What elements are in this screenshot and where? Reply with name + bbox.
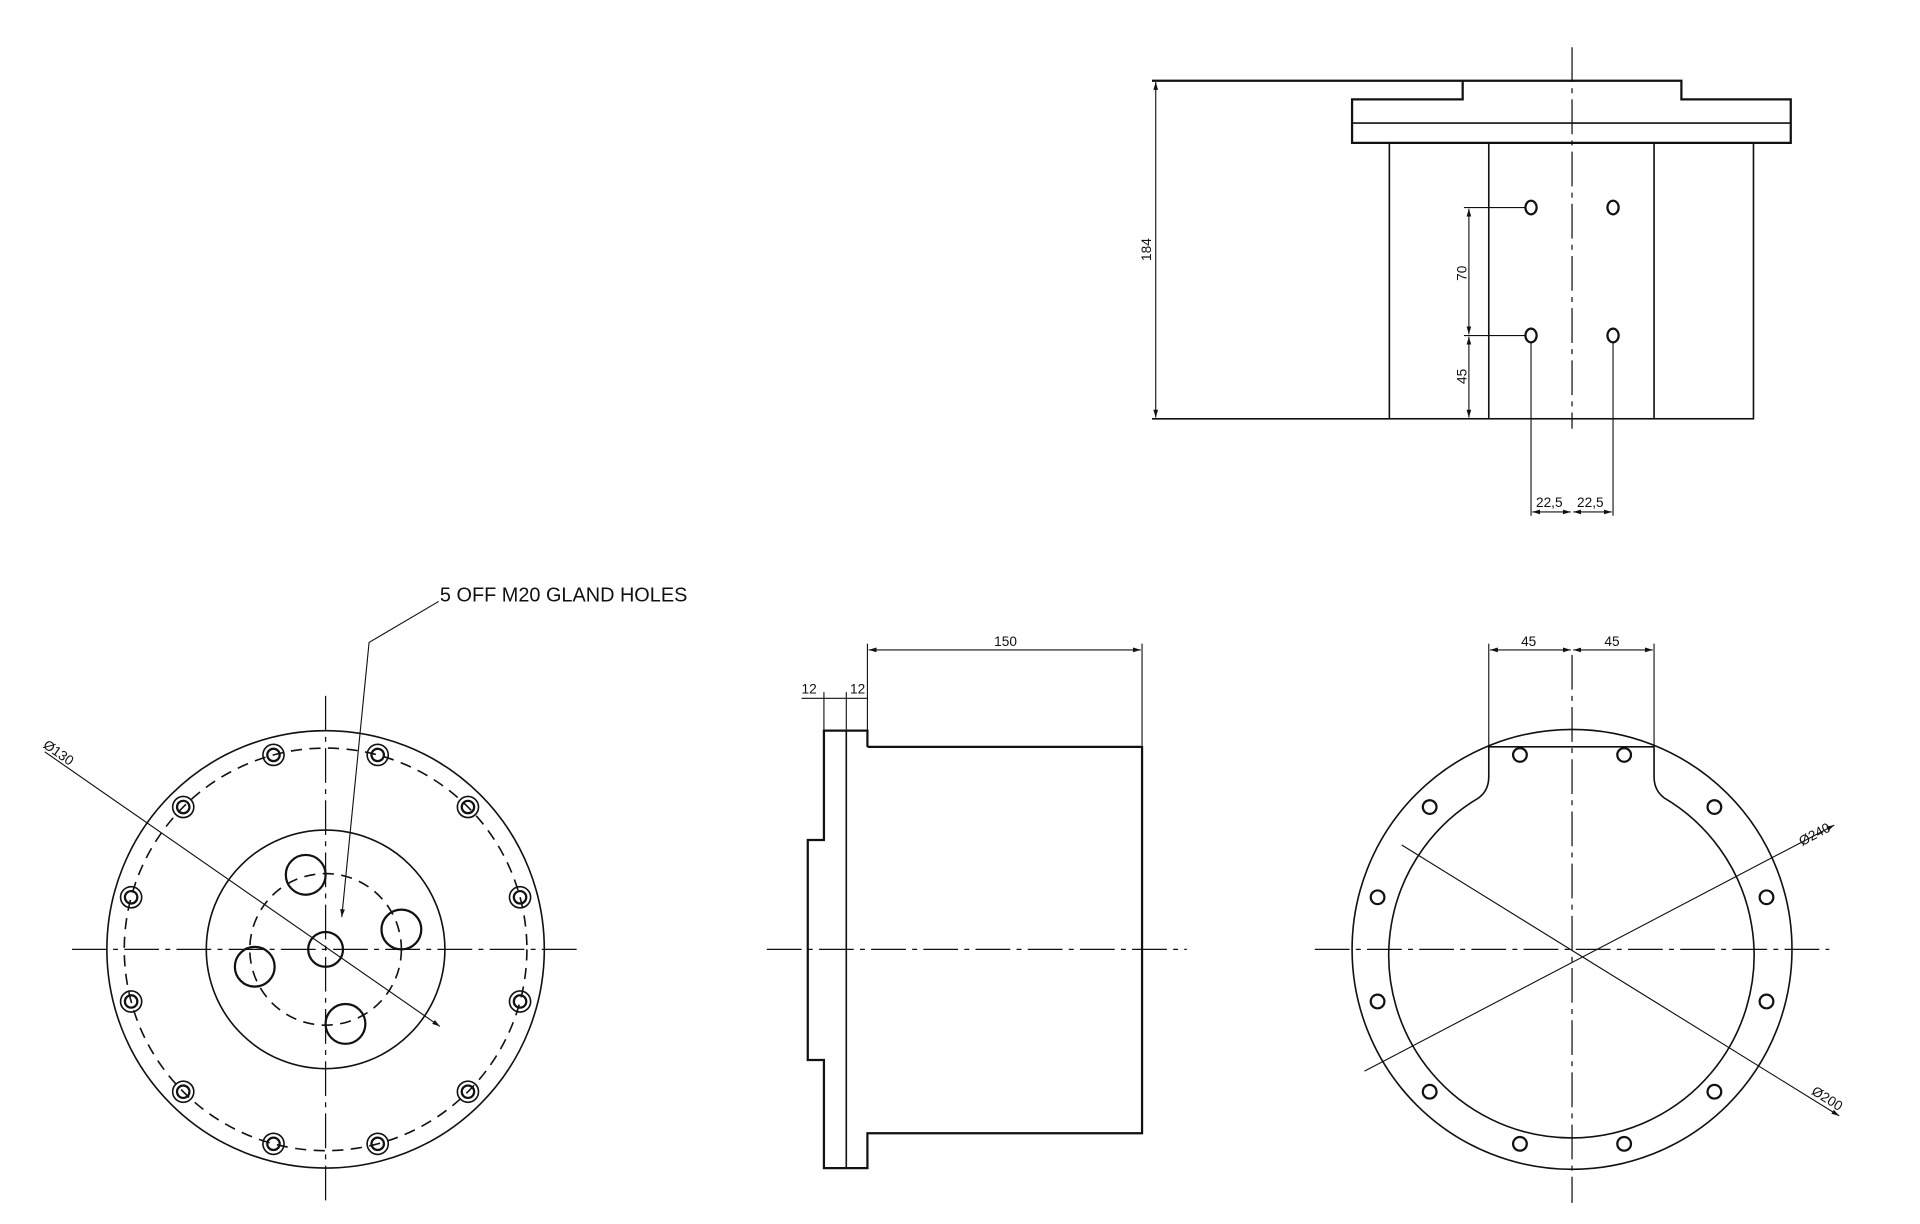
- bolt-circle: [123, 747, 528, 1152]
- bolt-hole: [175, 1084, 191, 1100]
- bolt-hole-counterbore: [508, 990, 532, 1013]
- bolt-hole: [1511, 1135, 1528, 1152]
- mount-hole: [1524, 327, 1538, 344]
- bolt-hole: [512, 889, 528, 905]
- dimension-12-label-1: 12: [802, 681, 817, 696]
- bolt-hole-counterbore: [456, 795, 480, 819]
- bolt-hole-counterbore: [171, 795, 195, 819]
- bolt-hole-counterbore: [456, 1080, 480, 1104]
- section-view: 150 12 12: [766, 634, 1187, 1170]
- dimension-22-5-right-label: 22,5: [1577, 495, 1604, 510]
- bolt-hole: [1421, 1083, 1438, 1100]
- bolt-hole: [370, 1136, 386, 1152]
- bolt-hole: [1511, 746, 1528, 763]
- side-elevation-view: 184 70 45 22,5 22,5: [1139, 47, 1792, 516]
- bolt-hole-counterbore: [366, 1132, 390, 1156]
- diameter-130-line: [44, 751, 441, 1027]
- diameter-200-line: [1401, 844, 1840, 1117]
- diameter-200-label: Ø200: [1809, 1083, 1846, 1114]
- bolt-hole-counterbore: [366, 743, 390, 767]
- bolt-hole: [1706, 799, 1723, 815]
- dimension-22-5-left-label: 22,5: [1536, 495, 1563, 510]
- gland-hole: [284, 853, 327, 896]
- inner-bore-with-slot: [1387, 746, 1755, 1139]
- bolt-hole: [175, 799, 191, 815]
- bolt-hole: [1616, 1135, 1633, 1152]
- dimension-70-label: 70: [1454, 265, 1469, 281]
- bolt-hole: [123, 889, 139, 905]
- bolt-hole: [123, 994, 139, 1009]
- bolt-hole: [1758, 993, 1775, 1010]
- dimension-150-label: 150: [994, 634, 1017, 649]
- bolt-hole: [460, 1084, 476, 1100]
- dimension-45-label: 45: [1454, 368, 1469, 384]
- bolt-hole: [460, 799, 476, 815]
- gland-hole: [380, 908, 423, 951]
- gland-hole: [324, 1002, 367, 1045]
- front-view: Ø130 5 OFF M20 GLAND HOLES: [41, 584, 687, 1203]
- mount-hole: [1606, 199, 1620, 216]
- bolt-hole-counterbore: [119, 885, 143, 909]
- profile-outline: [806, 729, 1144, 1170]
- bolt-hole: [1369, 993, 1386, 1010]
- mount-hole: [1606, 327, 1620, 344]
- bolt-hole: [1616, 746, 1633, 763]
- diameter-240-line: [1364, 824, 1835, 1072]
- mount-hole: [1524, 199, 1538, 216]
- bolt-hole: [1758, 889, 1775, 906]
- dimension-45-left-label: 45: [1521, 634, 1537, 649]
- diameter-130-label: Ø130: [41, 737, 77, 769]
- dimension-45-right-label: 45: [1604, 634, 1620, 649]
- bolt-hole: [266, 1136, 281, 1152]
- gland-hole: [233, 945, 276, 988]
- gland-hole: [307, 930, 345, 968]
- gland-note-leader: [340, 600, 439, 918]
- bolt-hole: [1421, 799, 1438, 815]
- bolt-hole: [1369, 889, 1386, 906]
- dimension-184-label: 184: [1139, 238, 1154, 261]
- bolt-hole-counterbore: [262, 1132, 285, 1156]
- diameter-240-label: Ø240: [1796, 820, 1833, 849]
- bolt-hole: [1706, 1083, 1723, 1100]
- dimension-12-label-2: 12: [850, 681, 865, 696]
- bolt-hole: [512, 994, 528, 1009]
- rear-view: Ø240 Ø200 45 45: [1314, 634, 1846, 1203]
- bolt-hole-counterbore: [508, 885, 532, 909]
- bolt-hole: [370, 747, 386, 763]
- top-outline: [1152, 79, 1792, 145]
- bolt-hole-counterbore: [171, 1080, 195, 1104]
- bolt-hole-counterbore: [262, 743, 285, 767]
- bolt-hole: [266, 747, 281, 763]
- gland-holes-note: 5 OFF M20 GLAND HOLES: [440, 584, 687, 606]
- bolt-hole-counterbore: [119, 990, 143, 1013]
